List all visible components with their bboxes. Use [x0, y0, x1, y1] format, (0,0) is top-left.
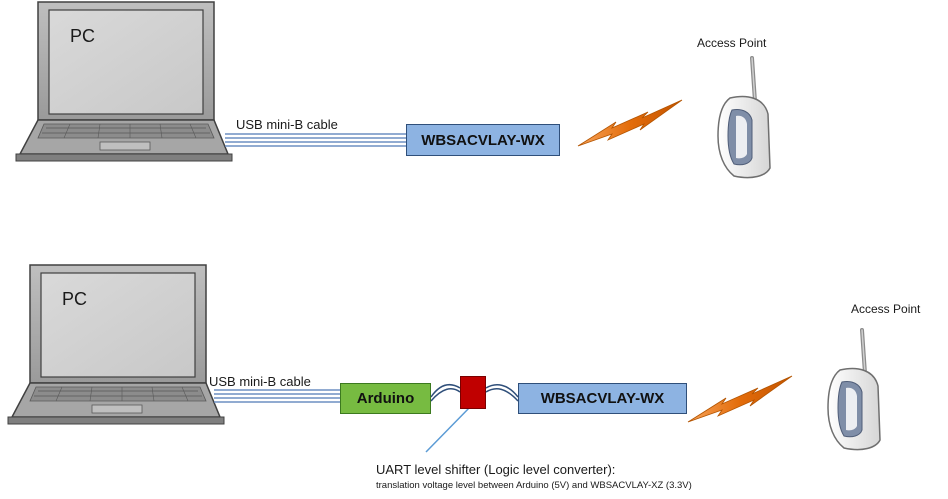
wifi-module-box: WBSACVLAY-WX [406, 124, 560, 156]
router-icon [716, 56, 772, 180]
laptop-icon [7, 264, 225, 425]
note-pointer [425, 404, 473, 453]
access-point-label: Access Point [697, 36, 767, 50]
level-shifter-box [460, 376, 486, 409]
pc-label: PC [70, 26, 96, 46]
usb-cable [214, 389, 340, 403]
laptop-icon [15, 1, 233, 162]
access-point-label: Access Point [851, 302, 921, 316]
usb-cable-label: USB mini-B cable [209, 374, 311, 389]
shifter-note-detail: translation voltage level between Arduin… [376, 480, 692, 491]
usb-cable [225, 133, 406, 147]
wireless-signal-icon [687, 375, 793, 423]
uart-wires [430, 384, 519, 402]
wifi-module-box: WBSACVLAY-WX [518, 383, 687, 414]
pc-label: PC [62, 289, 88, 309]
shifter-note-title: UART level shifter (Logic level converte… [376, 462, 616, 477]
router-icon [826, 328, 882, 452]
arduino-box: Arduino [340, 383, 431, 414]
wireless-signal-icon [577, 99, 683, 147]
usb-cable-label: USB mini-B cable [236, 117, 338, 132]
